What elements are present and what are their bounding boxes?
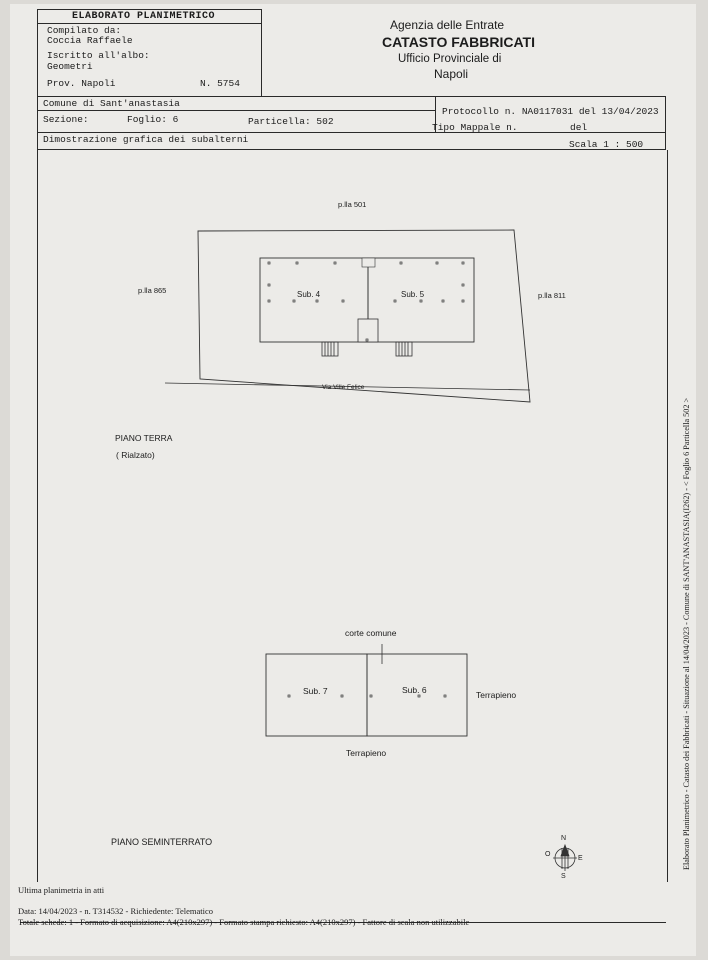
sub6-unit xyxy=(366,653,468,737)
top-notch xyxy=(361,257,376,268)
via-label: Via Ville Felice xyxy=(322,384,365,391)
iscritto-label: Iscritto all'albo: xyxy=(47,50,150,61)
footer-schede: Totale schede: 1 - Formato di acquisizio… xyxy=(18,917,470,927)
sub6-label: Sub. 6 xyxy=(402,685,427,695)
compass-n: N xyxy=(561,835,567,842)
semi-window-markers xyxy=(287,694,447,698)
compass-o: O xyxy=(545,851,551,858)
catasto-title: CATASTO FABBRICATI xyxy=(382,34,535,50)
sub5-label: Sub. 5 xyxy=(401,290,425,299)
prov-label: Prov. Napoli xyxy=(47,78,116,89)
sub5-unit xyxy=(367,257,475,343)
info-vertical xyxy=(435,96,436,132)
doc-title: ELABORATO PLANIMETRICO xyxy=(72,11,216,22)
albo-number: N. 5754 xyxy=(200,78,240,89)
entrance-bay xyxy=(357,318,379,343)
side-caption: Elaborato Planimetrico - Catasto dei Fab… xyxy=(682,397,691,870)
drawing-frame xyxy=(37,150,668,882)
footer-data: Data: 14/04/2023 - n. T314532 - Richiede… xyxy=(18,906,214,916)
tipo-mappale-del: del xyxy=(570,122,588,133)
terrapieno-bottom-label: Terrapieno xyxy=(346,748,387,758)
dimostrazione-label: Dimostrazione grafica dei subalterni xyxy=(43,134,249,145)
tipo-mappale-label: Tipo Mappale n. xyxy=(432,122,518,133)
window-markers xyxy=(267,261,465,342)
compilato-name: Coccia Raffaele xyxy=(47,35,133,46)
foglio-label: Foglio: 6 xyxy=(127,114,179,125)
iscritto-value: Geometri xyxy=(47,61,93,72)
footer-rule xyxy=(20,922,666,923)
compilato-label: Compilato da: xyxy=(47,25,122,36)
stairs-left xyxy=(321,341,339,357)
floor-plans xyxy=(164,229,577,871)
comune-label: Comune di Sant'anastasia xyxy=(43,98,180,109)
sub7-label: Sub. 7 xyxy=(303,686,328,696)
info-divider-2 xyxy=(37,132,666,133)
rialzato-label: ( Rialzato) xyxy=(116,450,155,460)
terrapieno-right-label: Terrapieno xyxy=(476,690,517,700)
protocollo-label: Protocollo n. NA0117031 del 13/04/2023 xyxy=(442,106,659,117)
compass-rose xyxy=(553,843,577,871)
ufficio-label: Ufficio Provinciale di xyxy=(398,53,502,65)
pila-right-label: p.lla 811 xyxy=(538,291,566,300)
compass-e: E xyxy=(578,855,583,862)
info-box xyxy=(37,96,666,150)
particella-label: Particella: 502 xyxy=(248,116,334,127)
compass-s: S xyxy=(561,873,566,880)
info-divider-1 xyxy=(37,110,435,111)
pila-left-label: p.lla 865 xyxy=(138,286,167,295)
piano-terra-label: PIANO TERRA xyxy=(115,433,173,443)
document-sheet: ELABORATO PLANIMETRICO Compilato da: Coc… xyxy=(10,4,696,956)
agency-name: Agenzia delle Entrate xyxy=(390,18,505,32)
stairs-right xyxy=(395,341,413,357)
sezione-label: Sezione: xyxy=(43,114,89,125)
footer-ultima: Ultima planimetria in atti xyxy=(18,885,105,895)
sub4-unit xyxy=(259,257,369,343)
citta-label: Napoli xyxy=(434,67,469,81)
road-line xyxy=(164,382,531,391)
title-divider xyxy=(37,23,262,24)
scala-label: Scala 1 : 500 xyxy=(569,139,644,150)
sub4-label: Sub. 4 xyxy=(297,290,321,299)
piano-seminterrato-label: PIANO SEMINTERRATO xyxy=(111,837,213,847)
corte-label: corte comune xyxy=(345,628,397,638)
lot-outline xyxy=(197,229,531,403)
pila-top-label: p.lla 501 xyxy=(338,200,367,209)
